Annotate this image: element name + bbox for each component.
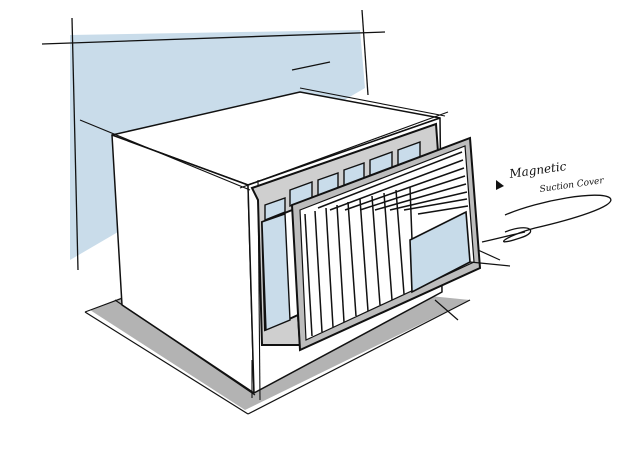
front-cover — [290, 136, 482, 352]
annotation-arrow — [481, 194, 612, 243]
annotation-line-1: Magnetic — [507, 159, 567, 181]
annotation-line-2: Suction Cover — [539, 176, 605, 195]
window-frame-lines — [41, 9, 386, 271]
cover-louvres — [304, 151, 469, 337]
left-window-slot — [261, 213, 291, 332]
attachment-lines — [434, 249, 511, 321]
shadow-edges — [84, 295, 471, 415]
annotation-bullet — [496, 180, 504, 190]
